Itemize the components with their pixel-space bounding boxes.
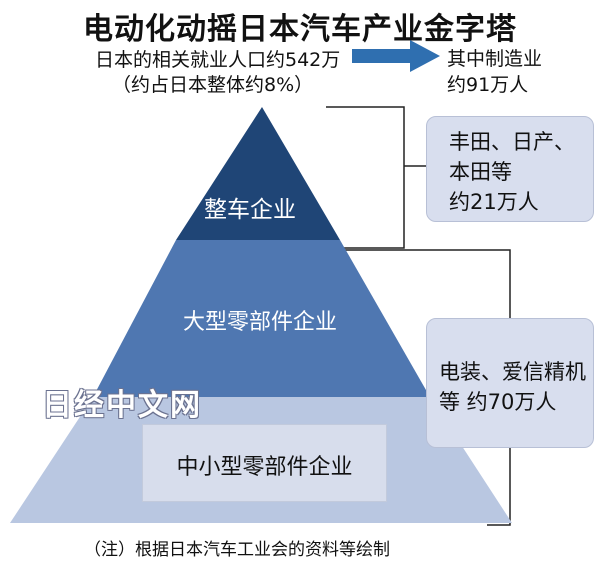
tier-label-box [142, 424, 387, 502]
employment-text: 日本的相关就业人口约542万 [95, 49, 341, 71]
tier-label-vehicle-makers: 整车企业 [204, 197, 296, 223]
callout-box-suppliers: 电装、爱信精机 等 约70万人 [426, 318, 594, 448]
callout-line: 电装、爱信精机 [439, 360, 586, 384]
tier-label-large-suppliers: 大型零部件企业 [182, 310, 337, 335]
manufacturing-label: 其中制造业 [447, 48, 543, 70]
callout-line: 约21万人 [449, 190, 539, 214]
callout-box-automakers: 丰田、日产、 本田等 约21万人 [426, 116, 594, 222]
manufacturing-value: 约91万人 [447, 74, 529, 96]
watermark-text: 日经中文网 [42, 388, 202, 423]
pyramid-tier-top [176, 107, 340, 240]
bracket-connector-top [326, 106, 426, 249]
bracket-connector-bottom [342, 249, 511, 526]
page-title: 电动化动摇日本汽车产业金字塔 [83, 12, 517, 47]
right-arrow-icon [352, 40, 440, 72]
callout-line: 等 约70万人 [439, 390, 557, 414]
source-note: （注）根据日本汽车工业会的资料等绘制 [84, 540, 390, 560]
tier-label-small-suppliers: 中小型零部件企业 [176, 455, 353, 480]
employment-share-text: （约占日本整体约8%） [112, 74, 314, 96]
callout-line: 丰田、日产、 [449, 130, 575, 154]
pyramid-tier-middle [93, 240, 430, 397]
callout-line: 本田等 [449, 160, 512, 184]
